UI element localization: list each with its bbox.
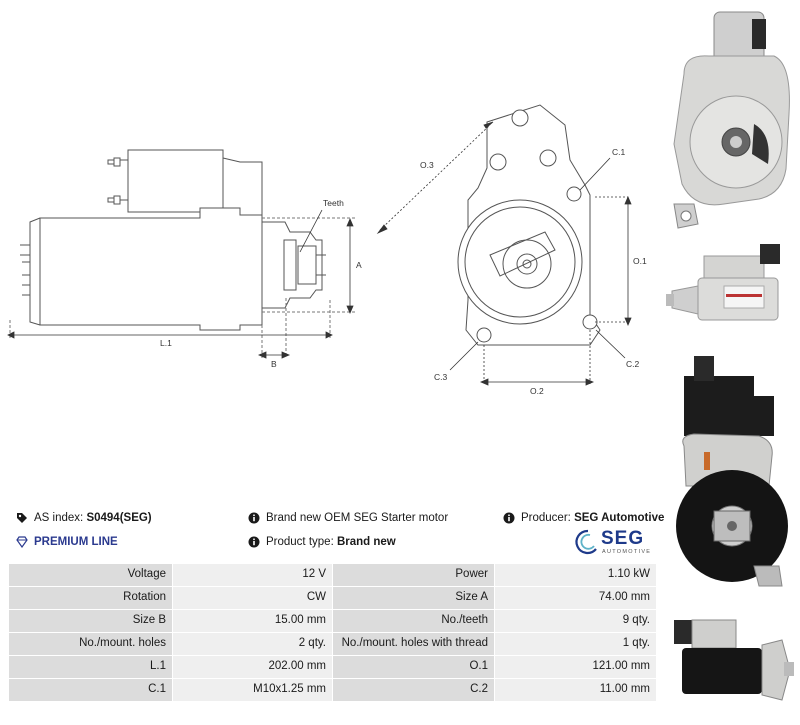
product-photo-side[interactable] [664, 236, 800, 336]
table-row: No./mount. holes 2 qty. No./mount. holes… [8, 632, 657, 656]
info-icon [248, 512, 260, 524]
spec-label: No./mount. holes [8, 632, 173, 656]
spec-label: Size A [332, 586, 495, 610]
spec-label: Size B [8, 609, 173, 633]
as-index: AS index: S0494(SEG) [16, 511, 152, 525]
product-type: Product type: Brand new [248, 535, 396, 549]
spec-value: 1.10 kW [494, 563, 657, 587]
spec-label: No./teeth [332, 609, 495, 633]
spec-label: Power [332, 563, 495, 587]
diamond-icon [16, 536, 28, 548]
spec-value: 15.00 mm [172, 609, 333, 633]
label-o2: O.2 [530, 386, 544, 396]
as-index-label: AS index: [34, 512, 84, 524]
info-icon [248, 536, 260, 548]
description: Brand new OEM SEG Starter motor [248, 511, 448, 525]
spec-value: 121.00 mm [494, 655, 657, 679]
producer: Producer: SEG Automotive [503, 511, 664, 525]
table-row: Voltage 12 V Power 1.10 kW [8, 563, 657, 587]
label-o3: O.3 [420, 160, 434, 170]
label-c2: C.2 [626, 359, 640, 369]
table-row: Rotation CW Size A 74.00 mm [8, 586, 657, 610]
label-c1: C.1 [612, 147, 626, 157]
producer-value: SEG Automotive [574, 512, 665, 524]
spec-label: C.2 [332, 678, 495, 702]
label-c3: C.3 [434, 372, 448, 382]
as-index-value: S0494(SEG) [86, 512, 152, 524]
spec-value: 2 qty. [172, 632, 333, 656]
spec-label: L.1 [8, 655, 173, 679]
seg-logo-mark [575, 529, 597, 555]
seg-logo-subtext: AUTOMOTIVE [602, 549, 652, 555]
product-photo-top[interactable] [664, 600, 800, 720]
description-text: Brand new OEM SEG Starter motor [266, 512, 449, 524]
spec-value: 74.00 mm [494, 586, 657, 610]
spec-value: 1 qty. [494, 632, 657, 656]
label-teeth: Teeth [323, 198, 344, 208]
product-photo-rear[interactable] [664, 346, 800, 596]
table-row: L.1 202.00 mm O.1 121.00 mm [8, 655, 657, 679]
front-view [457, 104, 601, 346]
premium-line-badge: PREMIUM LINE [16, 535, 118, 549]
premium-line-label: PREMIUM LINE [34, 536, 118, 548]
spec-value: M10x1.25 mm [172, 678, 333, 702]
spec-table: Voltage 12 V Power 1.10 kW Rotation CW S… [8, 563, 657, 702]
info-icon [503, 512, 515, 524]
spec-label: Voltage [8, 563, 173, 587]
product-type-value: Brand new [336, 536, 396, 548]
spec-label: Rotation [8, 586, 173, 610]
spec-label: C.1 [8, 678, 173, 702]
label-l1: L.1 [160, 338, 172, 348]
product-type-label: Product type: [266, 536, 334, 548]
spec-value: 12 V [172, 563, 333, 587]
product-photo-front[interactable] [664, 4, 800, 236]
spec-value: 11.00 mm [494, 678, 657, 702]
seg-logo-text: SEG [601, 528, 645, 549]
technical-drawing: Teeth A B L.1 [7, 104, 647, 396]
spec-label: O.1 [332, 655, 495, 679]
spec-label: No./mount. holes with thread [332, 632, 495, 656]
spec-value: 9 qty. [494, 609, 657, 633]
label-b: B [271, 359, 277, 369]
table-row: C.1 M10x1.25 mm C.2 11.00 mm [8, 678, 657, 702]
label-o1: O.1 [633, 256, 647, 266]
producer-label: Producer: [521, 512, 571, 524]
spec-value: CW [172, 586, 333, 610]
label-a: A [356, 260, 362, 270]
table-row: Size B 15.00 mm No./teeth 9 qty. [8, 609, 657, 633]
spec-value: 202.00 mm [172, 655, 333, 679]
side-view [9, 149, 355, 358]
tag-icon [17, 513, 27, 523]
